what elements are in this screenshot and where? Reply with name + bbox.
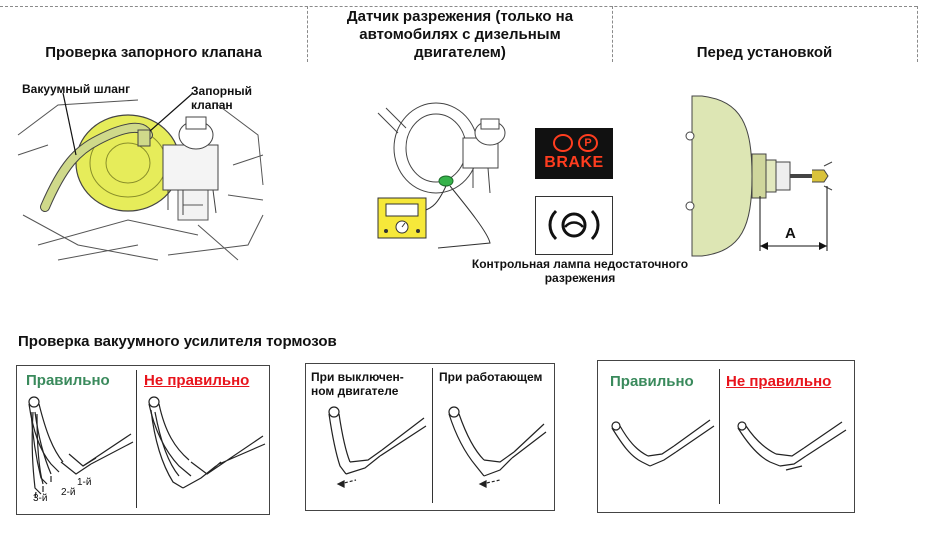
booster-drum xyxy=(691,95,753,257)
header-divider-left xyxy=(307,6,308,62)
engine-state-panel: При выключен-ном двигателе При работающе… xyxy=(305,363,555,511)
step-3-label: 3-й xyxy=(33,493,48,504)
engine-running-pedal-diagram xyxy=(448,406,547,488)
check-valve-illustration xyxy=(17,92,264,261)
panel2-divider xyxy=(432,368,433,503)
panel1-divider xyxy=(136,370,137,508)
vacuum-hose xyxy=(41,123,152,211)
brake-lamp-text: BRAKE xyxy=(544,154,604,171)
low-vacuum-lamp xyxy=(535,196,613,255)
incorrect-label: Не правильно xyxy=(144,372,250,389)
step-1-label: 1-й xyxy=(77,477,92,488)
engine-off-pedal-diagram xyxy=(328,406,427,488)
before-install-title: Перед установкой xyxy=(696,44,833,61)
correct-position-diagram xyxy=(611,419,715,467)
low-vacuum-lamp-caption: Контрольная лампа недостаточного разреже… xyxy=(471,257,689,285)
panel3-divider xyxy=(719,369,720,504)
before-install-illustration xyxy=(685,95,833,257)
incorrect-label-2: Не правильно xyxy=(726,373,832,390)
incorrect-pedal-diagram xyxy=(148,396,266,489)
booster-check-title: Проверка вакуумного усилителя тормозов xyxy=(18,333,337,350)
correct-label-2: Правильно xyxy=(610,373,694,390)
vacuum-sensor xyxy=(438,175,454,187)
sensor-title: Датчик разрежения (только на автомобилях… xyxy=(346,8,574,61)
parking-brake-icon: P xyxy=(578,134,598,152)
header-frame-right xyxy=(917,6,918,62)
engine-off-label: При выключен-ном двигателе xyxy=(311,370,404,398)
header-divider-right xyxy=(612,6,613,62)
sensor-illustration xyxy=(377,102,506,249)
check-valve-title: Проверка запорного клапана xyxy=(45,44,262,61)
header-frame-top xyxy=(0,6,917,7)
step-2-label: 2-й xyxy=(61,487,76,498)
engine-running-label: При работающем xyxy=(439,370,543,384)
vacuum-hose-label: Вакуумный шланг xyxy=(22,82,131,96)
correct-pedal-diagram xyxy=(28,396,134,499)
low-vacuum-icon xyxy=(548,209,600,241)
brake-circle-icon xyxy=(553,134,573,152)
brake-warning-lamp: P BRAKE xyxy=(535,128,613,179)
pedal-check-panel: Правильно Не правильно 1-й 2-й 3-й xyxy=(16,365,270,515)
pedal-position-panel: Правильно Не правильно xyxy=(597,360,855,513)
correct-label: Правильно xyxy=(26,372,110,389)
incorrect-position-diagram xyxy=(737,421,847,471)
dimension-a-label: A xyxy=(785,225,796,242)
